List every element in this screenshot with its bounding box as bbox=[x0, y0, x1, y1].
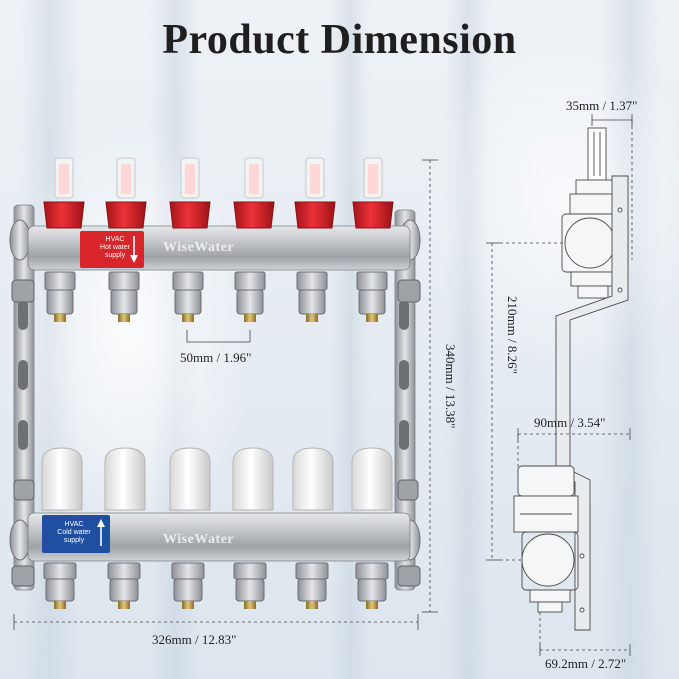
side-dimension-lines bbox=[486, 114, 633, 656]
brand-logo-top: WiseWater bbox=[163, 240, 235, 255]
supply-outlets bbox=[44, 271, 388, 322]
return-manifold-bar bbox=[27, 512, 411, 562]
arrow-down-icon bbox=[130, 236, 138, 263]
dim-bottom-width: 69.2mm / 2.72" bbox=[545, 656, 627, 671]
arrow-up-icon bbox=[97, 519, 105, 546]
flow-meters bbox=[43, 157, 394, 229]
page-title: Product Dimension bbox=[162, 17, 517, 63]
return-outlets bbox=[43, 562, 389, 609]
valve-caps bbox=[41, 447, 393, 511]
dim-depth: 90mm / 3.54" bbox=[534, 415, 606, 430]
hot-label-line3: supply bbox=[104, 252, 126, 259]
cold-label-line1: HVAC bbox=[64, 521, 84, 528]
hot-label-line1: HVAC bbox=[105, 236, 125, 243]
dim-height-total: 340mm / 13.38" bbox=[443, 344, 458, 429]
side-view-drawing bbox=[513, 127, 629, 631]
dim-spacing: 50mm / 1.96" bbox=[180, 350, 252, 365]
dimension-lines bbox=[13, 159, 438, 630]
hot-supply-label: HVAC Hot water supply bbox=[95, 236, 135, 260]
cold-supply-label: HVAC Cold water supply bbox=[52, 521, 96, 545]
dim-height-center: 210mm / 8.26" bbox=[505, 296, 520, 374]
cold-label-line3: supply bbox=[63, 537, 85, 544]
hot-supply-plate bbox=[80, 231, 144, 268]
dim-top-width: 35mm / 1.37" bbox=[566, 98, 638, 113]
brand-logo-bottom: WiseWater bbox=[163, 532, 235, 547]
cold-label-line2: Cold water bbox=[57, 529, 91, 536]
dim-width-total: 326mm / 12.83" bbox=[152, 632, 237, 647]
hot-label-line2: Hot water bbox=[100, 244, 130, 251]
cold-supply-plate bbox=[42, 515, 110, 553]
